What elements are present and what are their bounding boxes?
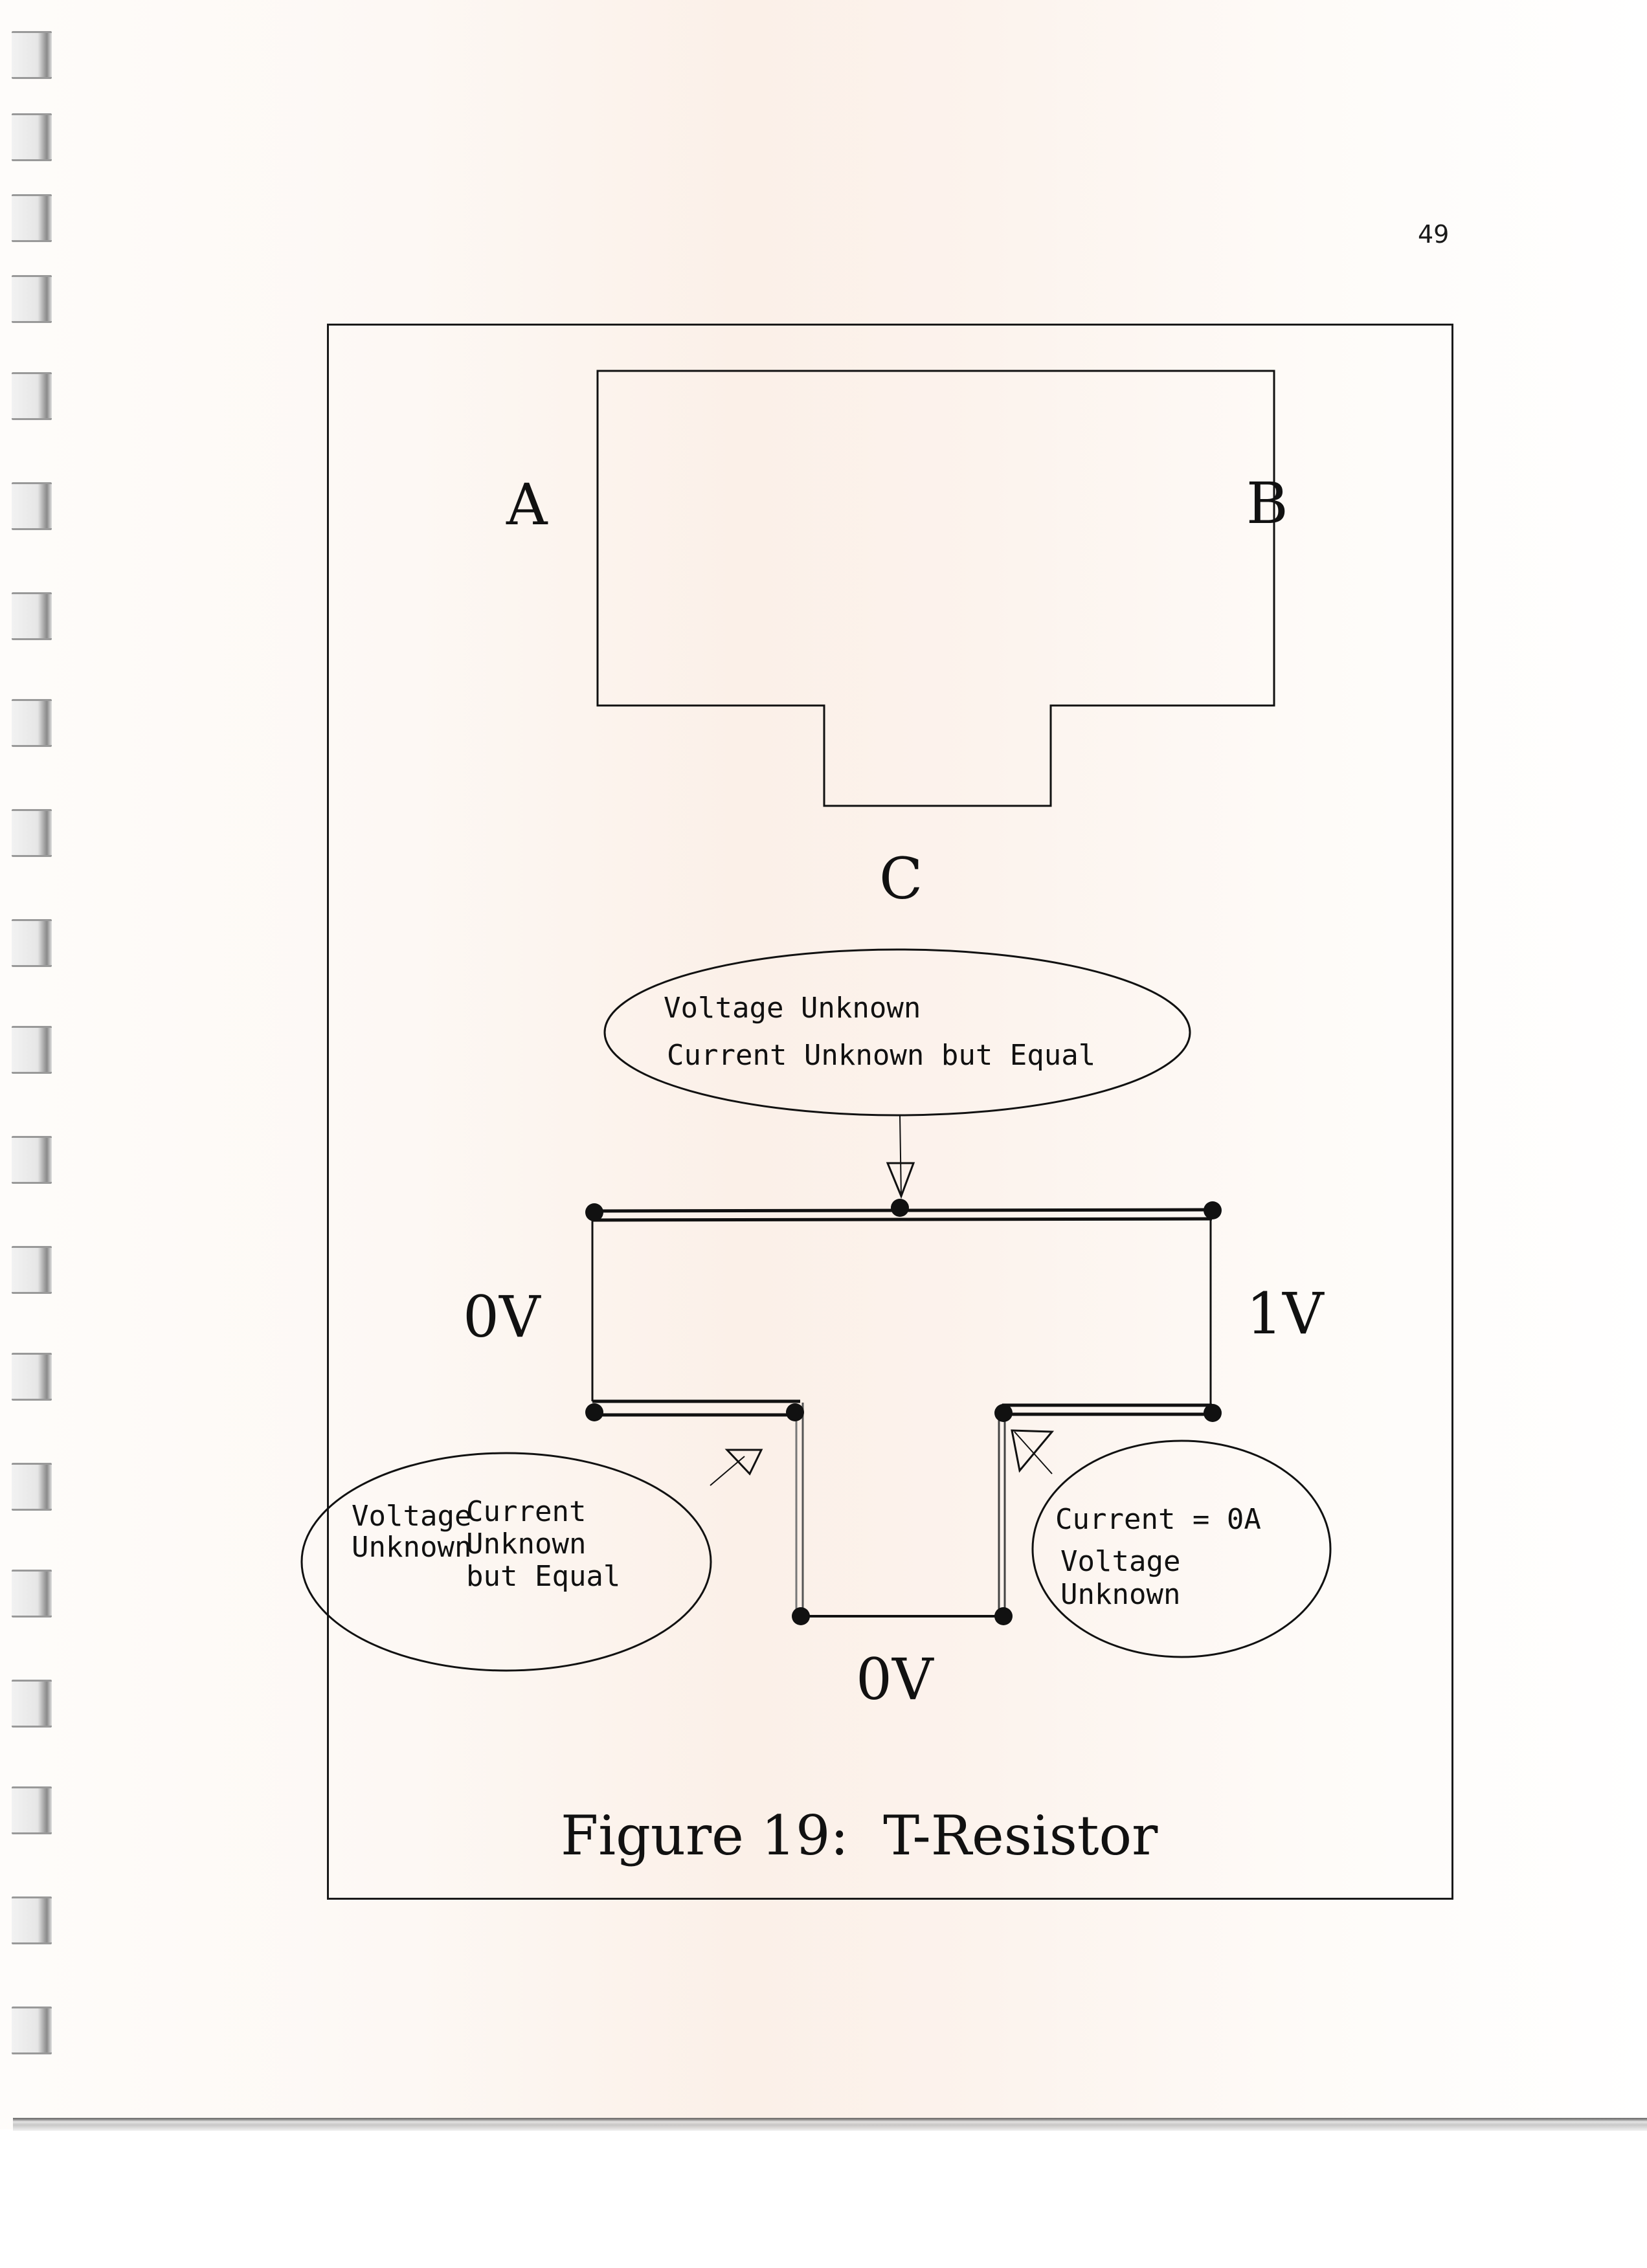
binder-ring (12, 1680, 52, 1728)
binder-ring (12, 113, 52, 161)
circuit (585, 1199, 1222, 1625)
callout-br-line-2: Voltage (1060, 1545, 1180, 1578)
node-dot (786, 1403, 804, 1421)
callout-arrow-line (899, 1115, 902, 1198)
binder-ring (12, 31, 52, 79)
top-rail-lower (592, 1217, 1213, 1222)
figure-caption: Figure 19: T-Resistor (561, 1804, 1158, 1867)
callout-arrowhead-icon (886, 1162, 915, 1199)
binder-ring (12, 699, 52, 747)
callout-br-line-1: Current = 0A (1055, 1503, 1261, 1536)
node-dot (891, 1199, 909, 1217)
node-dot (792, 1607, 810, 1625)
binder-ring (12, 809, 52, 857)
binder-ring (12, 1786, 52, 1834)
callout-bl-col2-line-1: Current (466, 1495, 586, 1528)
right-voltage-label: 1V (1246, 1280, 1325, 1347)
callout-bl-col2-line-3: but Equal (466, 1560, 620, 1593)
binder-ring (12, 592, 52, 640)
node-dot (1204, 1201, 1222, 1219)
scanned-page (0, 0, 1647, 2129)
bottom-voltage-label: 0V (856, 1646, 934, 1713)
callout-top-line-1: Voltage Unknown (664, 992, 921, 1025)
callout-bottom-right: Current = 0A Voltage Unknown (1011, 1429, 1332, 1658)
callout-bottom-left: Voltage Unknown Current Unknown but Equa… (300, 1449, 763, 1672)
callout-top-line-2: Current Unknown but Equal (667, 1039, 1095, 1072)
callout-arrow-line (710, 1456, 745, 1486)
binder-ring (12, 1026, 52, 1074)
node-dot (1204, 1404, 1222, 1422)
binder-ring (12, 482, 52, 530)
binder-ring (12, 275, 52, 323)
binder-ring (12, 1896, 52, 1944)
page-bottom-edge (13, 2118, 1647, 2131)
figure-frame (327, 324, 1453, 1900)
binder-ring (12, 1463, 52, 1511)
page-number: 49 (1418, 220, 1450, 249)
callout-ellipse (300, 1452, 712, 1672)
binder-ring (12, 2007, 52, 2054)
binder-ring (12, 1353, 52, 1401)
binder-ring (12, 1246, 52, 1294)
callout-bl-col1-line-1: Voltage (352, 1500, 471, 1533)
callout-top: Voltage Unknown Current Unknown but Equa… (603, 948, 1191, 1199)
binder-ring (12, 372, 52, 420)
t-resistor-shape (596, 370, 1275, 807)
binder-ring (12, 1136, 52, 1184)
node-dot (585, 1403, 603, 1421)
binder-ring (12, 1570, 52, 1618)
terminal-a-label: A (506, 471, 548, 538)
binder-ring (12, 919, 52, 967)
terminal-b-label: B (1246, 470, 1288, 537)
node-dot (994, 1607, 1013, 1625)
callout-arrowhead-icon (724, 1449, 763, 1476)
callout-ellipse (1031, 1440, 1332, 1658)
left-voltage-label: 0V (463, 1284, 541, 1350)
callout-arrowhead-icon (1011, 1429, 1055, 1473)
callout-ellipse (603, 948, 1191, 1117)
callout-br-line-3: Unknown (1060, 1578, 1180, 1611)
terminal-c-label: C (879, 845, 923, 912)
binder-ring (12, 194, 52, 242)
callout-bl-col1-line-2: Unknown (352, 1531, 471, 1564)
callout-bl-col2-line-2: Unknown (466, 1528, 586, 1561)
node-dot (994, 1404, 1013, 1422)
node-dot (585, 1203, 603, 1221)
